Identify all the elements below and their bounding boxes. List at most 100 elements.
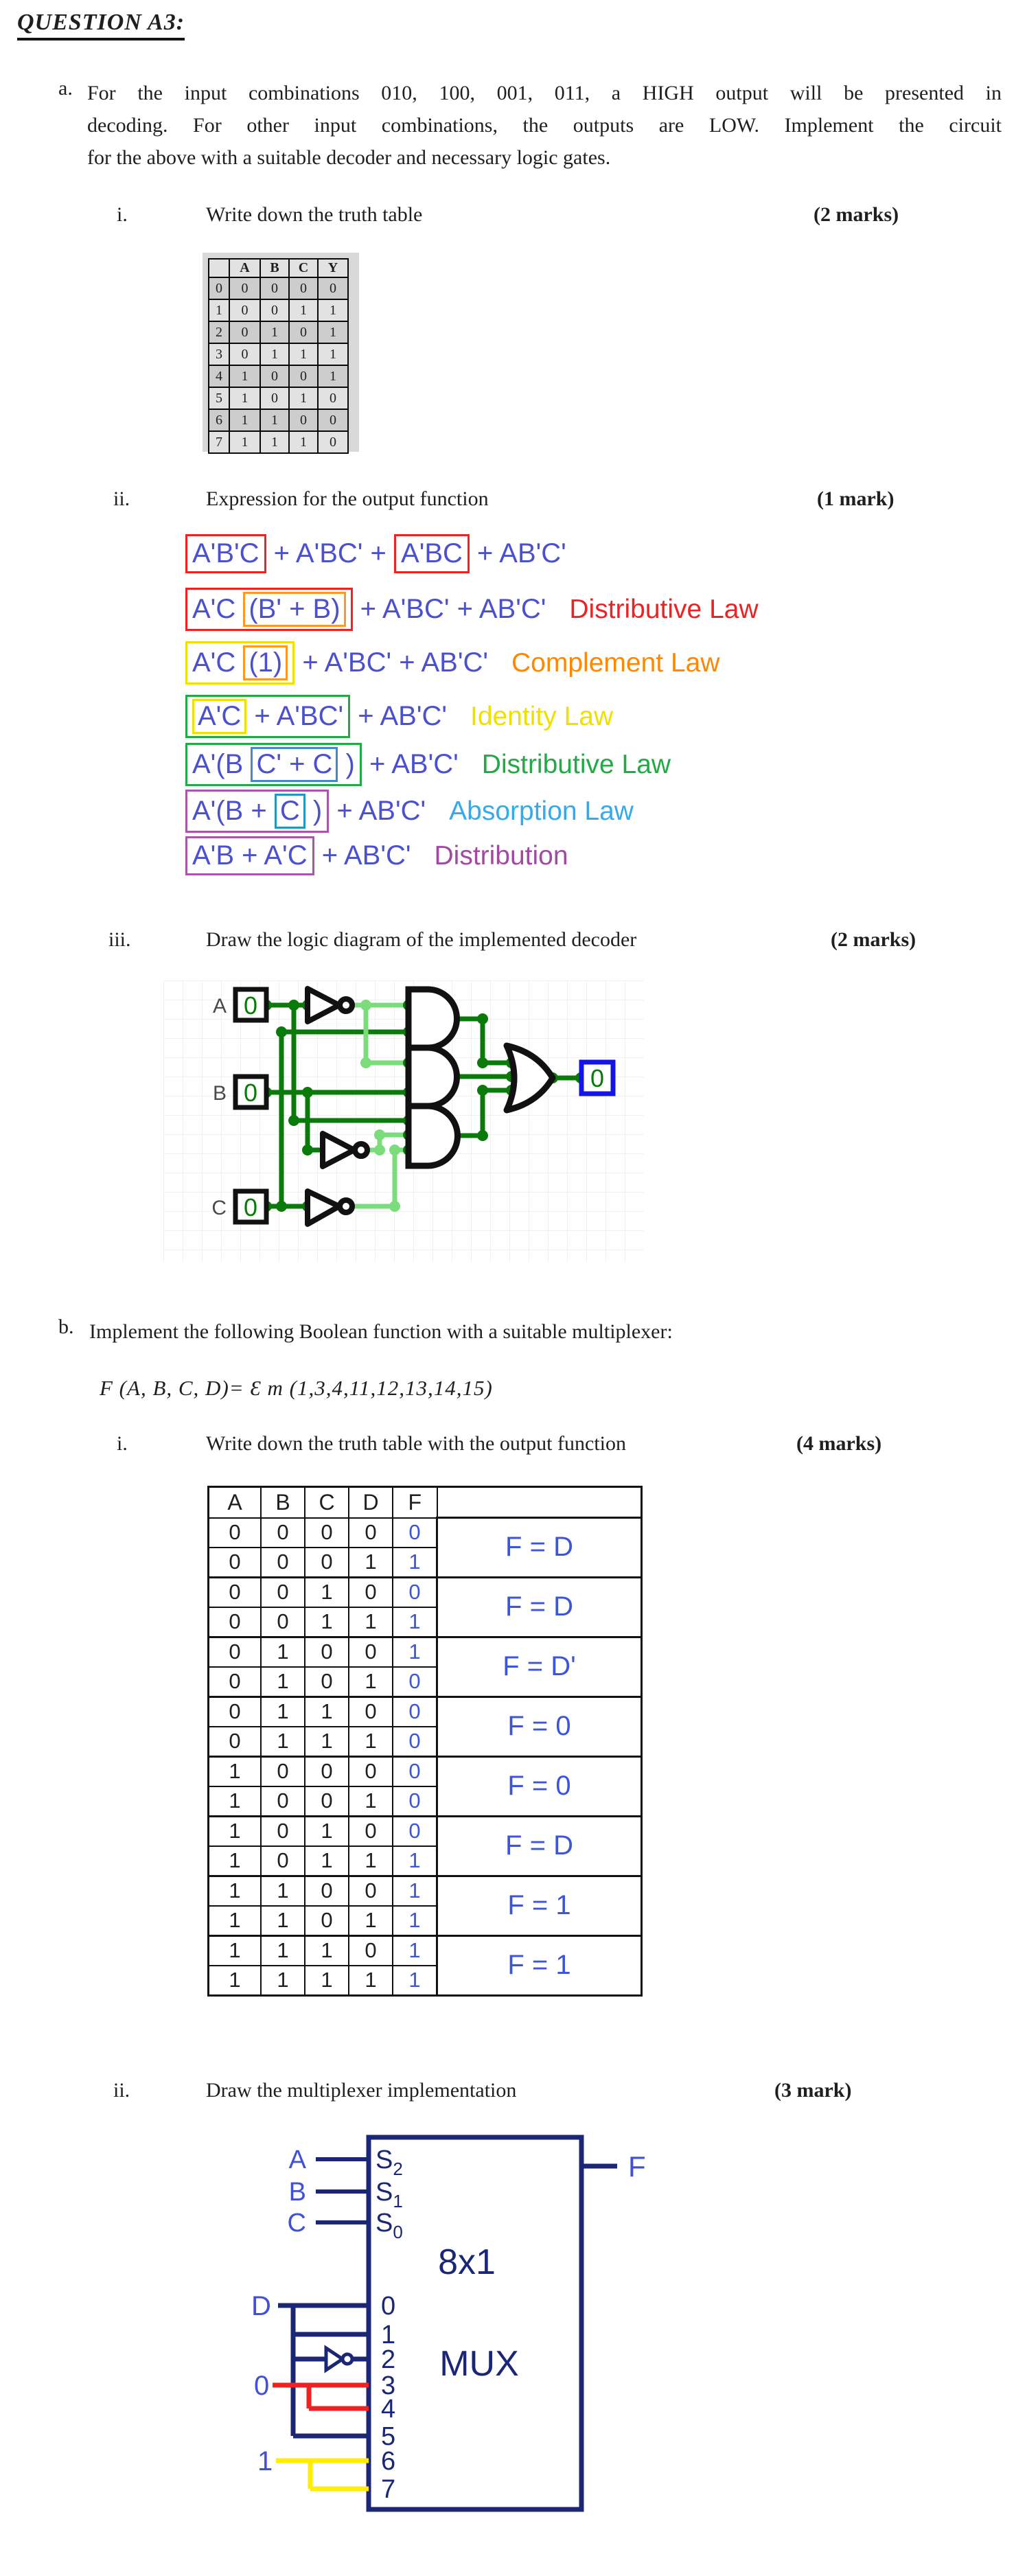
- tt2-group-expression: F = 0: [436, 1695, 643, 1758]
- tt1-cell: 1: [259, 343, 290, 366]
- select-wires: [316, 2157, 369, 2224]
- mux-pin-3: 3: [381, 2371, 395, 2400]
- tt1-cell: 7: [208, 430, 230, 454]
- sub-a-ii-marks: (1 mark): [817, 487, 895, 510]
- tt2-cell: 1: [260, 1666, 305, 1698]
- tt1-cell: 2: [208, 321, 230, 344]
- tt1-cell: 0: [288, 321, 319, 344]
- and-gate-2: [405, 1044, 460, 1109]
- tt2-group-expression: F = D': [436, 1635, 643, 1698]
- derivation-line-2: A'C (B' + B) + A'BC' + AB'C'Distributive…: [185, 588, 759, 631]
- tt2-cell: 0: [304, 1785, 349, 1817]
- not-gate-b-bubble: [352, 1141, 370, 1159]
- tt2-cell: 1: [348, 1725, 393, 1758]
- tt2-f-cell: 0: [392, 1815, 438, 1847]
- tt1-header: A: [229, 258, 261, 278]
- tt2-cell: 0: [348, 1875, 393, 1907]
- tt1-cell: 5: [208, 387, 230, 410]
- expr-text: A'C: [192, 647, 244, 678]
- mux-label-c: C: [288, 2209, 306, 2238]
- sub-b-ii: ii. Draw the multiplexer implementation …: [0, 2079, 1027, 2106]
- tt2-f-cell: 1: [392, 1875, 438, 1907]
- sub-a-iii-num: iii.: [108, 928, 131, 951]
- input-pin-c[interactable]: [233, 1188, 269, 1225]
- tt1-cell: 1: [259, 409, 290, 432]
- expr-segment: + AB'C': [362, 749, 459, 779]
- not-gate-b: [320, 1131, 357, 1169]
- not-gate-a: [305, 986, 342, 1024]
- tt1-cell: 1: [288, 387, 319, 410]
- tt2-cell: 0: [348, 1756, 393, 1787]
- expr-text: + AB'C': [350, 701, 448, 731]
- highlight-box-purple: A'(B + C ): [185, 790, 330, 833]
- output-pin-value: 0: [590, 1064, 604, 1092]
- decoder-label-a: A: [213, 995, 227, 1017]
- tt2-f-cell: 1: [392, 1845, 438, 1877]
- tt2-cell: 0: [348, 1696, 393, 1727]
- tt2-group-expression: F = 1: [436, 1874, 643, 1937]
- tt1-cell: 1: [317, 365, 349, 388]
- input-pin-a[interactable]: [233, 987, 269, 1023]
- tt2-f-cell: 0: [392, 1696, 438, 1727]
- pin-b-value: 0: [244, 1079, 257, 1107]
- expr-text: A'B'C: [192, 538, 259, 568]
- part-b-text: Implement the following Boolean function…: [89, 1320, 673, 1343]
- mux-pin-4: 4: [381, 2395, 395, 2424]
- tt1-cell: 1: [259, 321, 290, 344]
- pin-a-value: 0: [244, 991, 257, 1020]
- tt1-cell: 1: [288, 430, 319, 454]
- tt2-header-expr: [436, 1486, 643, 1519]
- sub-b-ii-marks: (3 mark): [774, 2079, 852, 2102]
- tt2-cell: 1: [207, 1905, 262, 1937]
- tt2-cell: 0: [207, 1725, 262, 1758]
- tt2-f-cell: 1: [392, 1636, 438, 1668]
- expr-text: A'BC: [401, 538, 463, 568]
- mux-label-b: B: [289, 2178, 306, 2207]
- part-a-line-3: for the above with a suitable decoder an…: [87, 146, 611, 169]
- decoder-label-c: C: [211, 1197, 227, 1219]
- tt2-cell: 0: [304, 1875, 349, 1907]
- tt1-cell: 0: [259, 387, 290, 410]
- expr-text: + A'BC' +: [266, 538, 395, 568]
- tt2-cell: 0: [348, 1636, 393, 1668]
- expr-segment: + AB'C': [350, 701, 447, 731]
- pin-c-value: 0: [244, 1193, 257, 1221]
- tt2-header: B: [260, 1486, 305, 1519]
- tt2-cell: 1: [348, 1546, 393, 1578]
- one-net-wires: [276, 2458, 369, 2492]
- tt2-cell: 0: [348, 1517, 393, 1548]
- part-a-line-1: For the input combinations 010, 100, 001…: [87, 82, 1002, 104]
- tt2-cell: 1: [207, 1935, 262, 1966]
- tt2-f-cell: 1: [392, 1546, 438, 1578]
- tt1-cell: 0: [229, 299, 261, 322]
- tt2-f-cell: 0: [392, 1517, 438, 1548]
- tt2-cell: 0: [348, 1815, 393, 1847]
- tt2-f-cell: 1: [392, 1606, 438, 1638]
- input-pin-b[interactable]: [233, 1074, 269, 1110]
- tt2-cell: 0: [304, 1756, 349, 1787]
- sub-a-i: i. Write down the truth table (2 marks): [0, 203, 1027, 231]
- tt2-f-cell: 0: [392, 1725, 438, 1758]
- tt1-cell: 0: [317, 430, 349, 454]
- tt1-cell: 0: [317, 409, 349, 432]
- mux-body: [366, 2135, 584, 2512]
- tt2-cell: 0: [348, 1935, 393, 1966]
- sub-a-ii-text: Expression for the output function: [206, 487, 489, 510]
- law-label: Distribution: [434, 841, 568, 871]
- tt2-header: D: [348, 1486, 393, 1519]
- tt2-cell: 1: [207, 1964, 262, 1997]
- not-gate-d-bubble: [341, 2352, 354, 2366]
- tt2-cell: 0: [207, 1606, 262, 1638]
- mux-output-label: F: [628, 2150, 646, 2183]
